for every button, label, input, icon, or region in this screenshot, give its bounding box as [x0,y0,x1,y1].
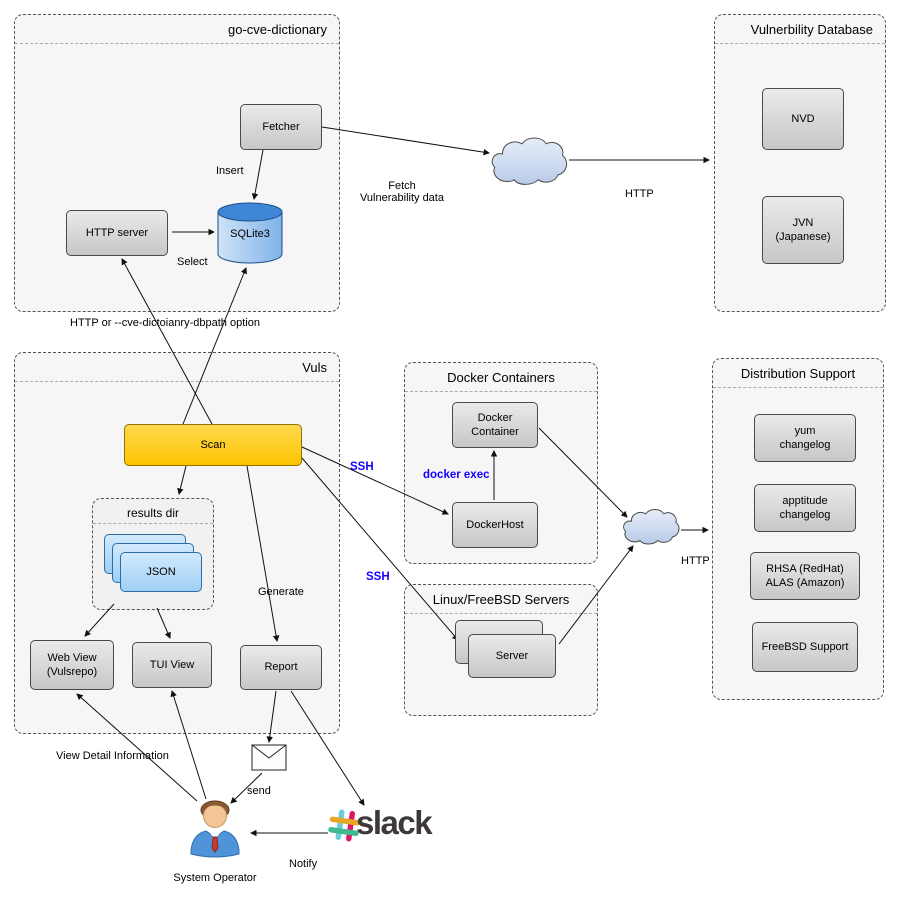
slack-hash-icon [328,809,361,842]
container-title: Docker Containers [447,370,555,385]
edge-container-to-cloud2 [538,427,628,518]
notify-label: Notify [289,858,318,870]
container-title-divider [93,523,213,524]
edge-json-to-tuiview [156,607,171,639]
edge-scan-to-resultsdir [177,465,187,495]
edge-scan-ssh-dockerhost [301,446,449,515]
fetcher-node: Fetcher [240,104,322,150]
dict-access-label: HTTP or --cve-dictoianry-dbpath option [70,317,260,329]
go-cve-dictionary-container: go-cve-dictionary [14,14,340,312]
fetch-vulnerability-data-label: Fetch Vulnerability data [360,180,444,204]
slack-text: slack [356,804,433,841]
report-node: Report [240,645,322,690]
edge-report-to-slack [290,690,365,806]
container-title: Linux/FreeBSD Servers [432,592,570,607]
scan-node: Scan [124,424,302,466]
container-title: Vulnerbility Database [750,22,873,37]
edge-scan-generate-report [246,465,280,642]
http-label-right: HTTP [681,555,710,567]
server-node: Server [468,634,556,678]
yum-changelog-node: yum changelog [754,414,856,462]
ssh-label-2: SSH [366,571,390,583]
envelope-icon [251,744,287,771]
select-label: Select [177,256,208,268]
edge-fetcher-to-cloud [321,126,490,156]
container-title-divider [15,381,339,382]
edge-scan-to-httpserver [121,258,213,425]
http-label-top: HTTP [625,188,654,200]
arrow-lines [76,126,710,837]
container-title-divider [15,43,339,44]
edge-scan-to-sqlite [182,267,247,425]
cloud-icon [492,138,566,184]
edge-operator-to-tuiview [170,690,207,800]
tui-view-node: TUI View [132,642,212,688]
ssh-label-1: SSH [350,461,374,473]
docker-container-node: Docker Container [452,402,538,448]
docker-exec-label: docker exec [423,469,490,481]
sqlite3-label: SQLite3 [230,228,270,240]
docker-host-node: DockerHost [452,502,538,548]
person-icon [190,800,240,858]
container-title-divider [715,43,885,44]
system-operator-label: System Operator [173,872,257,884]
container-title: Distribution Support [740,366,856,381]
edge-scan-ssh-server [301,457,459,641]
jvn-node: JVN (Japanese) [762,196,844,264]
container-title: go-cve-dictionary [228,22,327,37]
container-title-divider [405,391,597,392]
insert-label: Insert [216,165,244,177]
freebsd-support-node: FreeBSD Support [752,622,858,672]
edge-server-to-cloud2 [558,545,634,645]
container-title-divider [713,387,883,388]
json-box: JSON [120,552,202,592]
generate-label: Generate [258,586,304,598]
edge-operator-to-webview [76,693,198,802]
edge-fetcher-insert-sqlite [251,149,264,200]
edge-report-to-mail [266,690,277,743]
http-server-node: HTTP server [66,210,168,256]
edge-json-to-webview [84,603,115,637]
sqlite3-cylinder-icon [217,202,283,264]
container-title-divider [405,613,597,614]
edge-mail-send-operator [230,772,263,804]
container-title: Vuls [302,360,327,375]
container-title: results dir [126,506,179,520]
nvd-node: NVD [762,88,844,150]
view-detail-label: View Detail Information [56,750,169,762]
send-label: send [247,785,271,797]
web-view-node: Web View (Vulsrepo) [30,640,114,690]
rhsa-alas-node: RHSA (RedHat) ALAS (Amazon) [750,552,860,600]
cloud-icon-2 [624,509,679,544]
apptitude-changelog-node: apptitude changelog [754,484,856,532]
